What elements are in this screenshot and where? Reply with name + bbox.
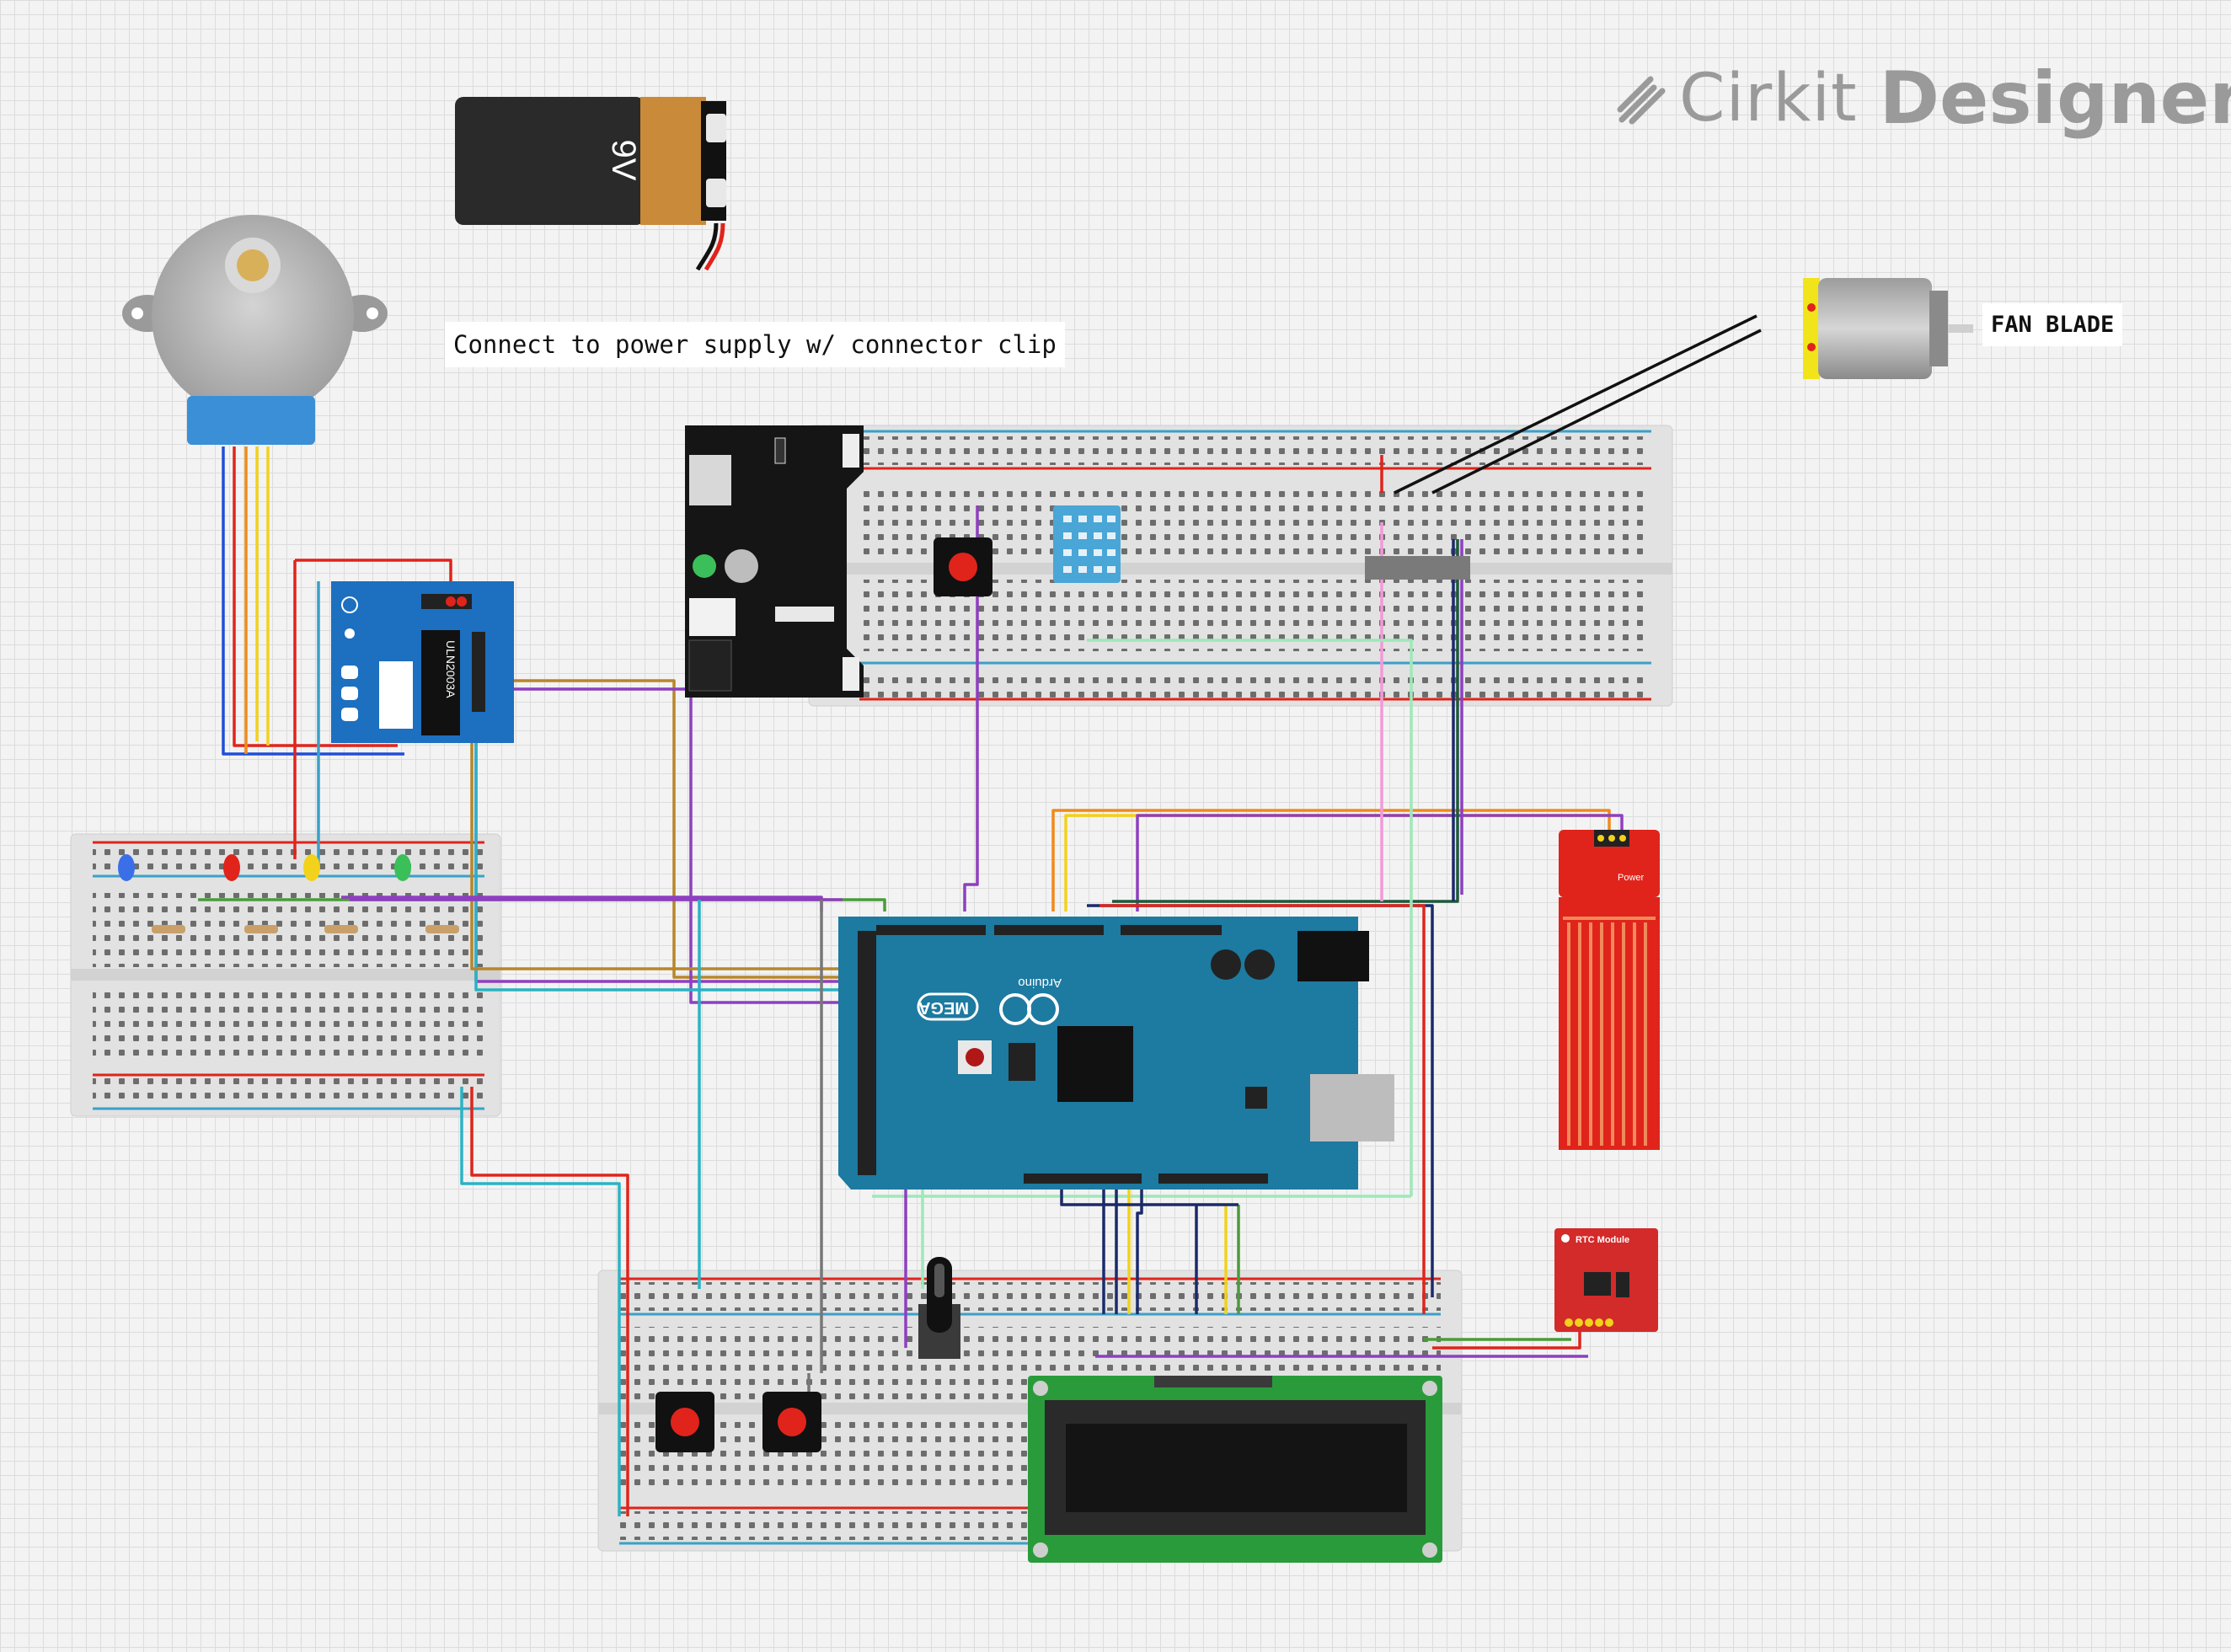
dht-sensor[interactable] (1053, 505, 1121, 583)
potentiometer[interactable] (918, 1257, 960, 1359)
fan-motor[interactable] (1803, 278, 1973, 379)
brand-product: Designer (1879, 56, 2231, 141)
power-supply-module[interactable] (685, 425, 864, 698)
arduino-model-label: MEGA (918, 998, 969, 1017)
driver-chip-label: ULN2003A (444, 640, 457, 698)
pushbutton-top[interactable] (934, 537, 992, 596)
power-supply-note: Connect to power supply w/ connector cli… (445, 322, 1065, 367)
led-yellow[interactable] (303, 854, 320, 881)
rtc-module[interactable] (1554, 1228, 1658, 1332)
water-level-sensor[interactable] (1559, 830, 1660, 1150)
motor-driver-chip[interactable] (1365, 556, 1470, 580)
brand-name: Cirkit (1679, 61, 1858, 136)
arduino-brand-label: Arduino (1018, 976, 1062, 990)
battery-label: 9V (605, 139, 642, 181)
cirkit-logo-icon (1617, 76, 1666, 125)
rtc-title: RTC Module (1576, 1235, 1629, 1245)
wires (198, 314, 1762, 1516)
led-green[interactable] (394, 854, 411, 881)
lcd-display[interactable] (1028, 1376, 1442, 1563)
battery-9v[interactable] (455, 97, 726, 271)
water-sensor-power-label: Power (1618, 873, 1645, 883)
stepper-motor[interactable] (122, 215, 388, 445)
fan-blade-label: FAN BLADE (1982, 303, 2123, 346)
led-red[interactable] (223, 854, 240, 881)
led-blue[interactable] (118, 854, 135, 881)
pushbutton-bottom-2[interactable] (762, 1392, 821, 1452)
pushbutton-bottom-1[interactable] (655, 1392, 714, 1452)
arduino-mega-board[interactable] (838, 917, 1394, 1190)
cirkit-designer-logo: Cirkit Designer (1613, 52, 2231, 145)
uln2003-driver-board[interactable] (331, 581, 514, 743)
resistors-left (152, 925, 459, 933)
breadboard-left[interactable] (70, 833, 501, 1117)
